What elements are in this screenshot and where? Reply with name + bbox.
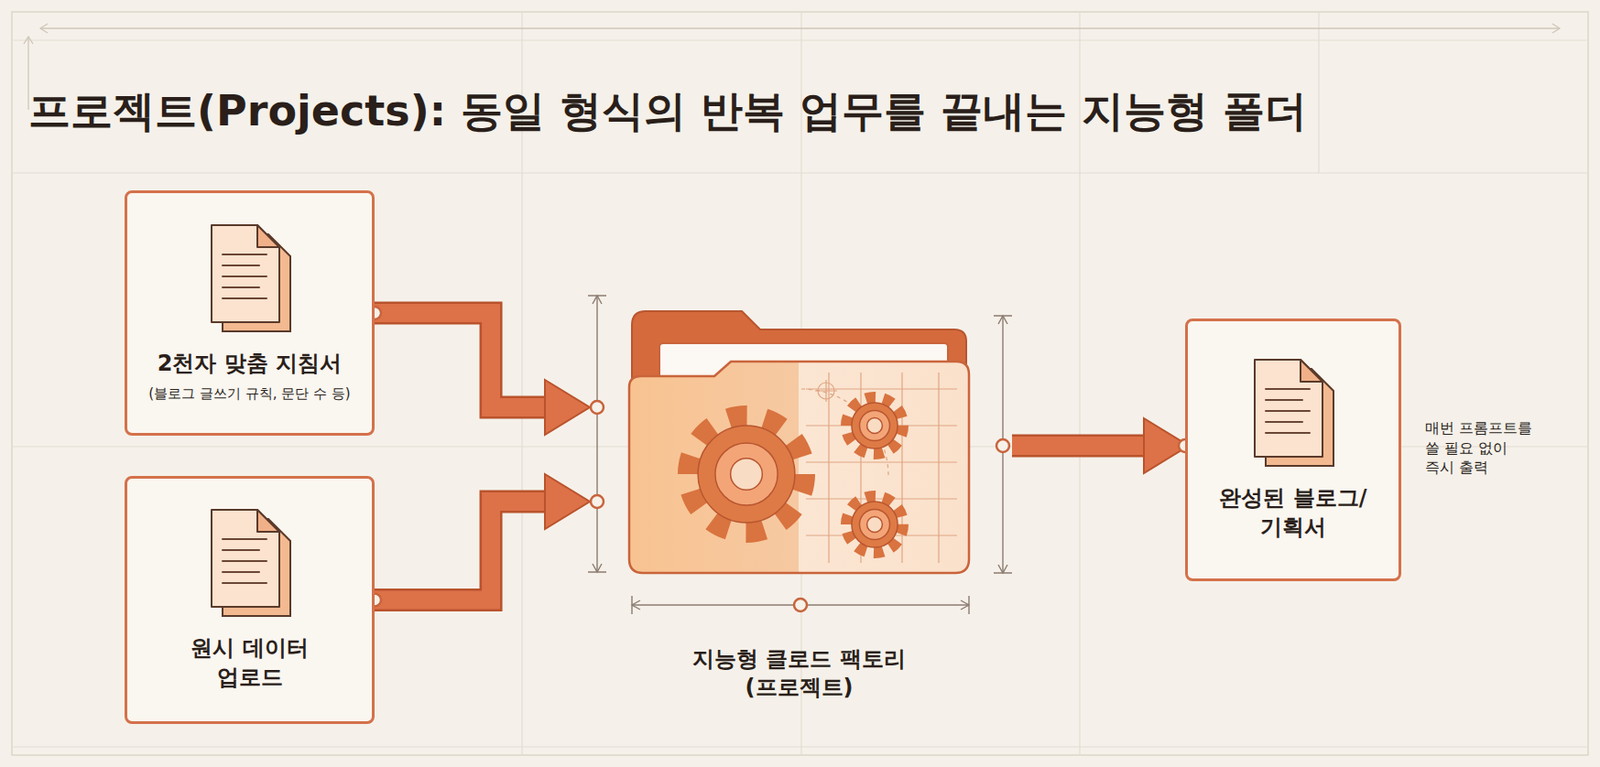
flow-arrow (1012, 439, 1192, 453)
node-note: (블로그 글쓰기 규칙, 문단 수 등) (148, 385, 350, 404)
drawing-part (1317, 11, 1319, 174)
drawing-part (40, 27, 1560, 29)
arrow-body (1012, 436, 1143, 456)
drawing-part (596, 295, 598, 573)
drawing-part (867, 517, 883, 534)
drawing-part (867, 418, 883, 435)
drawing-part (1265, 432, 1310, 435)
document-box: 완성된 블로그/기획서 (1185, 318, 1402, 582)
drawing-part (715, 443, 778, 506)
drawing-part (937, 372, 939, 564)
drawing-part (631, 596, 969, 615)
drawing-part (1300, 359, 1323, 382)
flow-arrow (368, 501, 545, 608)
drawing-part (257, 510, 280, 533)
drawing-part (587, 295, 1013, 615)
drawing-part (1265, 421, 1303, 424)
drawing-part (689, 417, 804, 532)
drawing-part (11, 172, 1589, 174)
drawing-part (689, 417, 804, 532)
drawing-part (629, 361, 969, 574)
drawing-part (697, 425, 795, 523)
drawing-part (222, 264, 260, 267)
drawing-part (1254, 359, 1323, 458)
node-title: 완성된 블로그/기획서 (1208, 484, 1379, 542)
diagram-title: 프로젝트(Projects): 동일 형식의 반복 업무를 끝내는 지능형 폴더 (28, 86, 1307, 137)
drawing-part (847, 398, 903, 454)
drawing-part (590, 495, 604, 509)
side-note: 매번 프롬프트를 쓸 필요 없이 즉시 출력 (1425, 418, 1535, 479)
folder-illustration (586, 288, 1013, 619)
drawing-part (222, 286, 260, 289)
arrow-body (374, 313, 545, 408)
drawing-part (590, 401, 604, 414)
drawing-part (794, 598, 807, 612)
drawing-part (1265, 388, 1310, 391)
drawing-part (859, 510, 891, 541)
drawing-part (801, 372, 958, 564)
document-box: 2천자 맞춤 지침서 (블로그 글쓰기 규칙, 문단 수 등) (124, 190, 375, 436)
drawing-part (815, 380, 838, 403)
drawing-part (211, 510, 280, 608)
drawing-part (851, 501, 898, 548)
drawing-part (211, 510, 280, 608)
arrow-body (374, 501, 545, 601)
drawing-part (859, 411, 891, 442)
drawing-part (257, 225, 280, 248)
drawing-part (851, 402, 898, 449)
drawing-part (996, 439, 1010, 453)
drawing-part (847, 398, 903, 454)
document-box: 원시 데이터 업로드 (124, 476, 375, 725)
arrow-outline (374, 313, 545, 408)
drawing-part (222, 538, 267, 541)
drawing-part (1552, 23, 1560, 33)
drawing-part (11, 11, 1589, 756)
drawing-part (222, 582, 267, 585)
node-title: 2천자 맞춤 지침서 (157, 349, 342, 379)
drawing-part (211, 225, 280, 323)
drawing-part (11, 39, 1589, 41)
drawing-part (11, 746, 1589, 748)
node-title: 지능형 클로드 팩토리 (프로젝트) (680, 645, 919, 703)
arrow-outline (1012, 435, 1143, 458)
drawing-part (847, 497, 903, 553)
drawing-part (222, 297, 267, 300)
drawing-part (827, 372, 829, 564)
drawing-part (222, 275, 267, 278)
drawing-part (222, 560, 267, 563)
document-icon (1249, 358, 1338, 470)
drawing-part (211, 225, 280, 323)
drawing-part (1265, 410, 1310, 413)
drawing-part (23, 36, 33, 44)
drawing-part (730, 458, 763, 491)
document-icon (206, 508, 294, 621)
drawing-part (847, 497, 903, 553)
drawing-part (222, 549, 260, 552)
document-icon (206, 223, 294, 336)
project-folder: 지능형 클로드 팩토리 (프로젝트) (586, 288, 1013, 706)
node-title: 원시 데이터 업로드 (174, 634, 326, 692)
drawing-part (1254, 359, 1323, 458)
flow-arrow (368, 306, 545, 408)
drawing-part (40, 23, 48, 33)
drawing-part (587, 295, 607, 573)
drawing-part (11, 11, 1589, 756)
drawing-part (993, 315, 1013, 574)
drawing-part (222, 253, 267, 256)
drawing-part (222, 571, 260, 574)
arrow-outline (374, 501, 545, 601)
drawing-part (1265, 399, 1303, 402)
